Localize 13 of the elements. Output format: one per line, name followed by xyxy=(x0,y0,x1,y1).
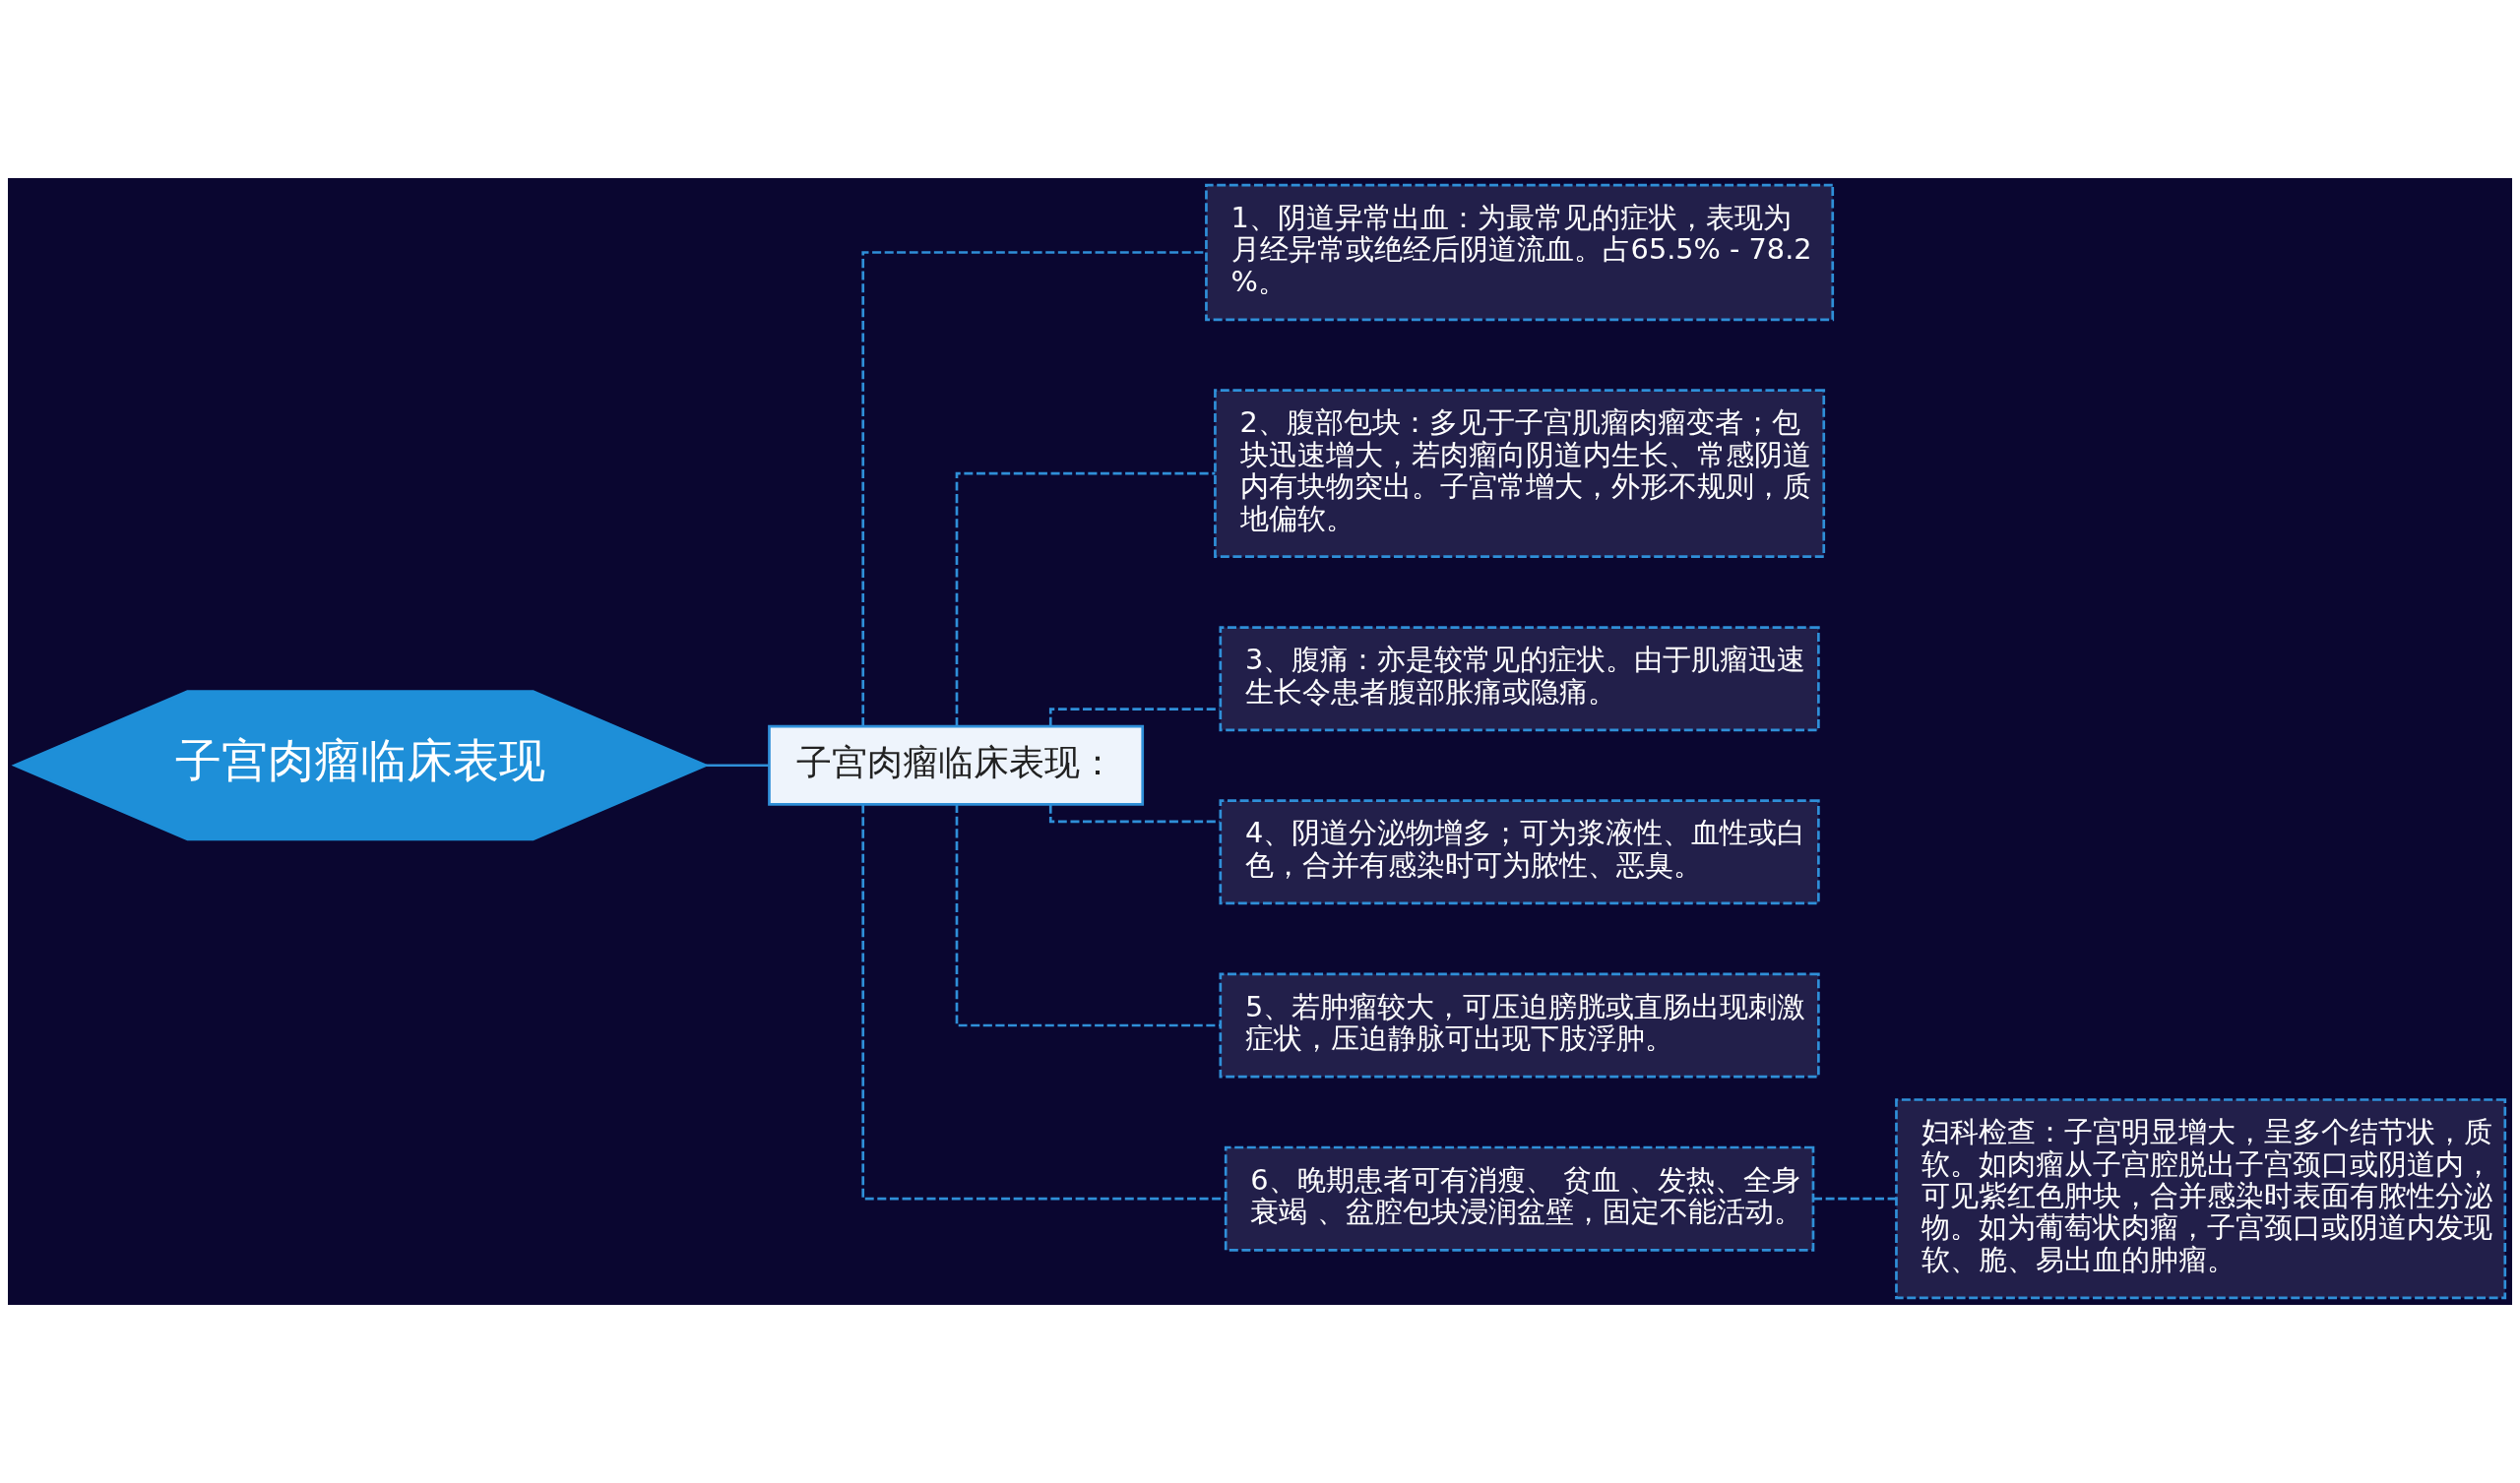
node-box: 1、阴道异常出血：为最常见的症状，表现为月经异常或绝经后阴道流血。占65.5% - 78.2%。 xyxy=(1205,183,1835,322)
node-box: 3、腹痛：亦是较常见的症状。由于肌瘤迅速生长令患者腹部胀痛或隐痛。 xyxy=(1219,626,1820,732)
connector xyxy=(955,471,1216,726)
node-box: 6、晚期患者可有消瘦、 贫血 、发热、全身衰竭 、盆腔包块浸润盆壁，固定不能活动。 xyxy=(1224,1145,1815,1252)
connector xyxy=(1813,1197,1896,1201)
connector xyxy=(955,804,1221,1027)
connector xyxy=(706,764,770,768)
node-box: 2、腹部包块：多见于子宫肌瘤肉瘤变者；包块迅速增大，若肉瘤向阴道内生长、常感阴道内有块物突出。子宫常增大，外形不规则，质地偏软。 xyxy=(1214,389,1826,558)
connector xyxy=(861,804,1226,1201)
node-box: 妇科检查：子宫明显增大，呈多个结节状，质软。如肉瘤从子宫腔脱出子宫颈口或阴道内，可见紫红色肿块，合并感染时表面有脓性分泌物。如为葡萄状肉瘤，子宫颈口或阴道内发现软、脆、易出血的肿瘤。 xyxy=(1895,1098,2507,1300)
node-box: 子宫肉瘤临床表现： xyxy=(768,724,1145,806)
node-box: 5、若肿瘤较大，可压迫膀胱或直肠出现刺激症状，压迫静脉可出现下肢浮肿。 xyxy=(1219,972,1820,1079)
node-box: 4、阴道分泌物增多；可为浆液性、血性或白色，合并有感染时可为脓性、恶臭。 xyxy=(1219,799,1820,905)
